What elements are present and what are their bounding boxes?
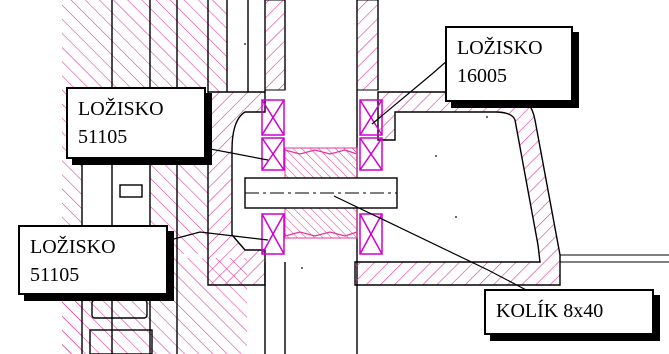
callout-line2: 16005 <box>457 65 507 87</box>
callout-bearing-51105-upper: LOŽISKO 51105 <box>66 87 206 159</box>
bearing-16005-top <box>359 99 383 171</box>
callout-pin: KOLÍK 8x40 <box>484 289 654 335</box>
callout-line1: KOLÍK 8x40 <box>496 300 604 322</box>
callout-bearing-16005: LOŽISKO 16005 <box>445 26 573 102</box>
callout-line1: LOŽISKO <box>30 236 116 258</box>
bearing-right-lower <box>359 213 383 255</box>
left-housing-top <box>62 0 227 92</box>
shaft-right-strip <box>356 0 379 91</box>
callout-bearing-51105-lower: LOŽISKO 51105 <box>18 225 168 295</box>
bearing-51105-upper <box>261 99 285 171</box>
callout-line2: 51105 <box>78 126 128 148</box>
bearing-51105-lower <box>261 213 285 255</box>
callout-line1: LOŽISKO <box>457 37 543 59</box>
shaft-left-strip <box>264 0 286 91</box>
callout-line2: 51105 <box>30 264 80 286</box>
callout-line1: LOŽISKO <box>78 98 164 120</box>
